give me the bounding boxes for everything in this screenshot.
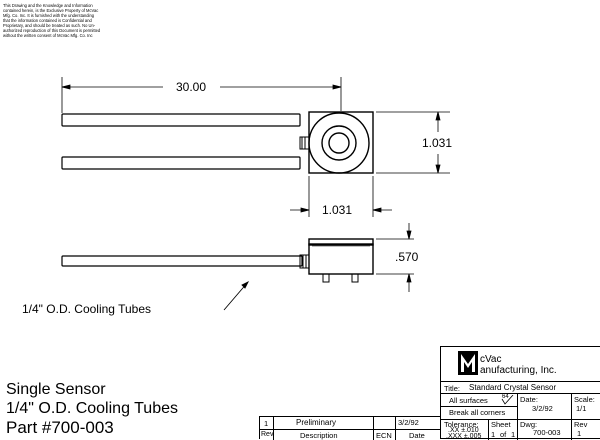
notice-line: This Drawing and the Knowledge and Infor… (3, 3, 93, 8)
revision-header-rev: Rev (261, 431, 274, 438)
part-number: Part #700-003 (6, 418, 114, 437)
title-value: Standard Crystal Sensor (469, 383, 557, 392)
revision-row-date: 3/2/92 (398, 418, 419, 427)
title-block: cVac anufacturing, Inc. Title: Standard … (440, 346, 600, 440)
upper-cooling-tube (61, 113, 301, 127)
notice-line: Proprietary, and should be treated as su… (3, 23, 96, 28)
notice-line: Mfg. Co. Inc. It is furnished with the u… (3, 13, 95, 18)
sensor-head-body (308, 112, 370, 174)
rev-value: 1 (577, 429, 582, 438)
dimension-side-height (376, 223, 414, 292)
tolerance-xxx: .XXX ±.005 (446, 433, 482, 440)
sensor-cap (308, 238, 374, 246)
company-name-line-2: anufacturing, Inc. (480, 365, 557, 376)
dimension-head-height (376, 111, 450, 174)
crystal-opening (321, 125, 357, 161)
side-cooling-tube (61, 255, 303, 267)
scale-label: Scale: (574, 395, 595, 404)
part-title: Single Sensor 1/4" O.D. Cooling Tubes Pa… (6, 380, 178, 437)
surface-finish-icon (501, 395, 514, 405)
dim-head-height-label: 1.031 (422, 136, 453, 150)
side-view (61, 238, 374, 283)
revision-header-date: Date (409, 431, 425, 440)
date-value: 3/2/92 (532, 404, 553, 413)
sheet-label: Sheet (491, 420, 511, 429)
dwg-value: 700-003 (533, 428, 561, 437)
revision-header-ecn: ECN (376, 431, 392, 440)
dim-overall-length-label: 30.00 (176, 80, 207, 94)
top-view (61, 111, 374, 174)
part-title-line-1: Single Sensor (6, 381, 106, 398)
finish-note: All surfaces (449, 396, 488, 405)
dimension-head-width (290, 176, 392, 217)
rev-label: Rev (574, 420, 588, 429)
part-title-line-2: 1/4" O.D. Cooling Tubes (6, 400, 178, 417)
title-label: Title: (444, 384, 460, 393)
lower-cooling-tube (61, 156, 301, 170)
notice-line: contained herein, is the Exclusive Prope… (3, 8, 99, 13)
notice-line: that the information contained is Confid… (3, 18, 92, 23)
revision-row-rev: 1 (264, 419, 269, 428)
cooling-tubes-callout: 1/4" O.D. Cooling Tubes (22, 302, 151, 316)
callout-leader (223, 280, 250, 311)
surface-finish-value: 64 (502, 394, 509, 400)
dwg-label: Dwg: (520, 420, 538, 429)
company-logo-icon (458, 351, 478, 375)
revision-row-description: Preliminary (296, 418, 337, 427)
sheet-of: of (500, 430, 507, 439)
date-label: Date: (520, 395, 538, 404)
tolerance-xx: .XX ±.010 (448, 427, 479, 434)
tolerance-label: Tolerance: (444, 420, 479, 429)
dim-side-height-label: .570 (395, 250, 419, 264)
sheet-value: 1 (491, 430, 496, 439)
sheet-total: 1 (511, 430, 516, 439)
crystal-aperture (328, 132, 350, 154)
revision-table: 1 Preliminary 3/2/92 Rev Description ECN… (259, 416, 441, 440)
mount-stud (322, 273, 330, 283)
sensor-head-side (308, 243, 374, 275)
notice-line: without the written consent of McVac Mfg… (3, 33, 93, 38)
confidentiality-notice: This Drawing and the Knowledge and Infor… (3, 3, 105, 38)
corners-note: Break all corners (449, 408, 506, 417)
revision-header-description: Description (300, 431, 338, 440)
dim-head-width-label: 1.031 (322, 203, 353, 217)
scale-value: 1/1 (576, 404, 587, 413)
dimension-overall-length (61, 77, 342, 113)
company-name-line-1: cVac (480, 354, 502, 365)
mount-stud (351, 273, 359, 283)
notice-line: authorized reproduction of this Document… (3, 28, 101, 33)
